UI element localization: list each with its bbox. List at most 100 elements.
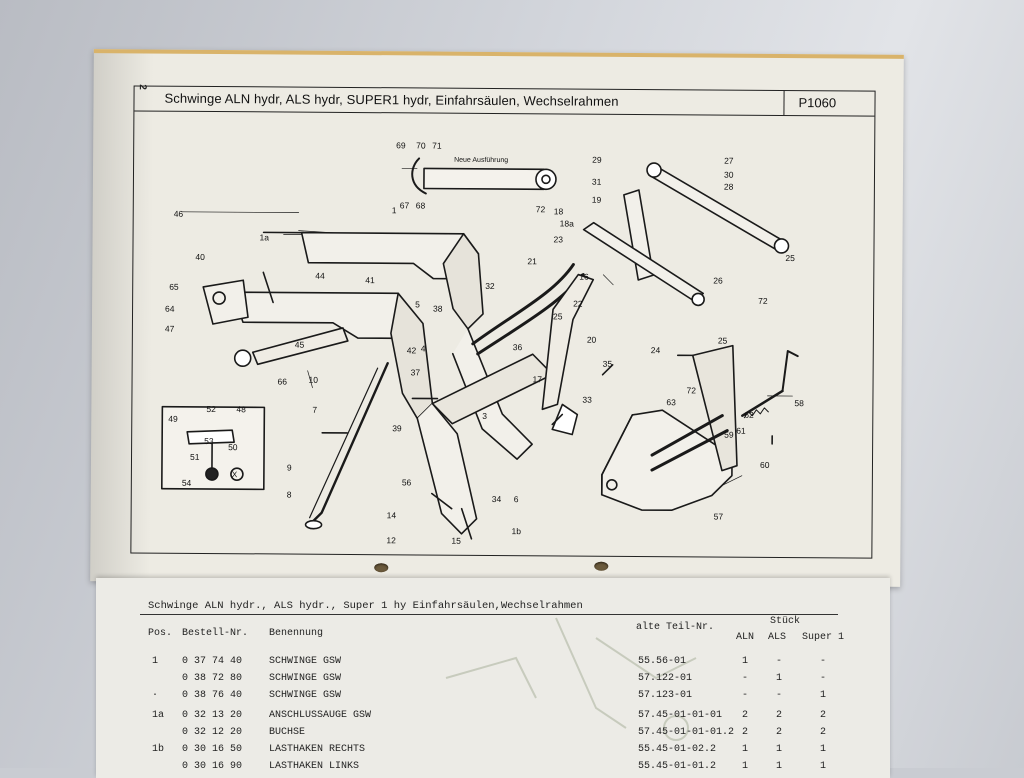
cell-bestell-nr: 0 32 13 20 (182, 710, 243, 721)
cell-als: 1 (776, 673, 783, 684)
cell-als: - (776, 690, 783, 701)
cell-pos: 1a (152, 710, 165, 721)
cell-alte-teil-nr: 57.122-01 (638, 673, 693, 684)
callout-14: 14 (387, 510, 397, 520)
cell-super1: 1 (820, 761, 827, 772)
callout-34: 34 (492, 494, 502, 504)
callout-1a: 1a (260, 232, 270, 242)
cell-aln: 1 (742, 656, 749, 667)
parts-list-page: Schwinge ALN hydr., ALS hydr., Super 1 h… (96, 578, 890, 778)
callout-25: 25 (553, 311, 563, 321)
callout-20: 20 (587, 335, 597, 345)
cell-benennung: ANSCHLUSSAUGE GSW (269, 710, 372, 721)
cell-pos: 1 (152, 656, 159, 667)
callout-68: 68 (416, 200, 426, 210)
callout-46: 46 (174, 209, 184, 219)
callout-56: 56 (402, 477, 412, 487)
callout-52: 52 (206, 404, 216, 414)
binding-hole-right (594, 561, 609, 571)
cell-pos: 1b (152, 744, 165, 755)
callout-26: 26 (713, 276, 723, 286)
callout-28: 28 (724, 182, 734, 192)
callout-6: 6 (514, 494, 519, 504)
cell-benennung: BUCHSE (269, 727, 306, 738)
callout-18a: 18a (560, 218, 575, 228)
callout-48: 48 (236, 404, 246, 414)
header-benennung: Benennung (269, 628, 324, 639)
cell-super1: 2 (820, 727, 827, 738)
header-bestell-nr: Bestell-Nr. (182, 628, 249, 639)
callout-50: 50 (228, 442, 238, 452)
callout-60: 60 (760, 460, 770, 470)
cell-bestell-nr: 0 38 72 80 (182, 673, 243, 684)
callout-44: 44 (315, 271, 325, 281)
callout-31: 31 (592, 177, 602, 187)
callout-51: 51 (190, 452, 200, 462)
cell-super1: 1 (820, 690, 827, 701)
cell-alte-teil-nr: 57.123-01 (638, 690, 693, 701)
cell-als: 1 (776, 744, 783, 755)
table-row: 1b 0 30 16 50 LASTHAKEN RECHTS 55.45-01-… (96, 744, 890, 761)
plate-box: P1060 (783, 90, 875, 116)
callout-37: 37 (411, 367, 421, 377)
callout-57: 57 (714, 512, 724, 522)
callout-15: 15 (451, 536, 461, 546)
detail-marker: X (232, 470, 238, 479)
callout-58: 58 (794, 398, 804, 408)
table-row: · 0 38 76 40 SCHWINGE GSW 57.123-01 - - … (96, 690, 890, 707)
callout-22: 22 (573, 299, 583, 309)
callout-4: 4 (421, 343, 426, 353)
callout-62: 62 (744, 410, 754, 420)
cell-bestell-nr: 0 30 16 90 (182, 761, 243, 772)
drawing-title: Schwinge ALN hydr, ALS hydr, SUPER1 hydr… (164, 90, 619, 109)
callout-49: 49 (168, 414, 178, 424)
callout-38: 38 (433, 304, 443, 314)
header-alte-teil-nr: alte Teil-Nr. (636, 622, 715, 633)
table-row: 0 30 16 90 LASTHAKEN LINKS 55.45-01-01.2… (96, 761, 890, 778)
header-pos: Pos. (148, 628, 173, 639)
drawing-page: 2 Schwinge ALN hydr, ALS hydr, SUPER1 hy… (90, 49, 904, 587)
callout-30: 30 (724, 170, 734, 180)
header-super1: Super 1 (802, 632, 845, 643)
cell-aln: 1 (742, 744, 749, 755)
cell-benennung: LASTHAKEN LINKS (269, 761, 360, 772)
callout-17: 17 (533, 374, 543, 384)
cell-benennung: SCHWINGE GSW (269, 656, 342, 667)
callout-9: 9 (287, 463, 292, 473)
callout-63: 63 (666, 397, 676, 407)
callout-21: 21 (527, 256, 537, 266)
callout-71: 71 (432, 141, 442, 151)
callout-66: 66 (278, 376, 288, 386)
cell-super1: 1 (820, 744, 827, 755)
cell-alte-teil-nr: 57.45-01-01-01 (638, 710, 723, 721)
callout-16: 16 (579, 272, 589, 282)
cell-bestell-nr: 0 32 12 20 (182, 727, 243, 738)
table-row: 0 38 72 80 SCHWINGE GSW 57.122-01 - 1 - (96, 673, 890, 690)
header-als: ALS (768, 632, 787, 643)
callout-25-b: 25 (785, 253, 795, 263)
cell-als: - (776, 656, 783, 667)
callout-3: 3 (482, 411, 487, 421)
callout-64: 64 (165, 304, 175, 314)
callout-12: 12 (386, 535, 396, 545)
callout-7: 7 (312, 405, 317, 415)
callout-40: 40 (195, 252, 205, 262)
callout-72-b: 72 (758, 296, 768, 306)
callout-24: 24 (651, 345, 661, 355)
callout-32: 32 (485, 281, 495, 291)
cell-benennung: SCHWINGE GSW (269, 673, 342, 684)
cell-aln: 2 (742, 727, 749, 738)
callout-36: 36 (513, 342, 523, 352)
table-row: 1a 0 32 13 20 ANSCHLUSSAUGE GSW 57.45-01… (96, 710, 890, 727)
callout-72-c: 72 (686, 385, 696, 395)
plate-id: P1060 (798, 95, 837, 111)
cell-benennung: LASTHAKEN RECHTS (269, 744, 366, 755)
cell-aln: 2 (742, 710, 749, 721)
callout-18: 18 (554, 206, 564, 216)
callout-47: 47 (165, 324, 175, 334)
callout-59: 59 (724, 430, 734, 440)
show-through-drawing (445, 617, 697, 741)
callout-1: 1 (392, 205, 397, 215)
drawing-frame: Schwinge ALN hydr, ALS hydr, SUPER1 hydr… (130, 85, 876, 559)
cell-aln: - (742, 673, 749, 684)
